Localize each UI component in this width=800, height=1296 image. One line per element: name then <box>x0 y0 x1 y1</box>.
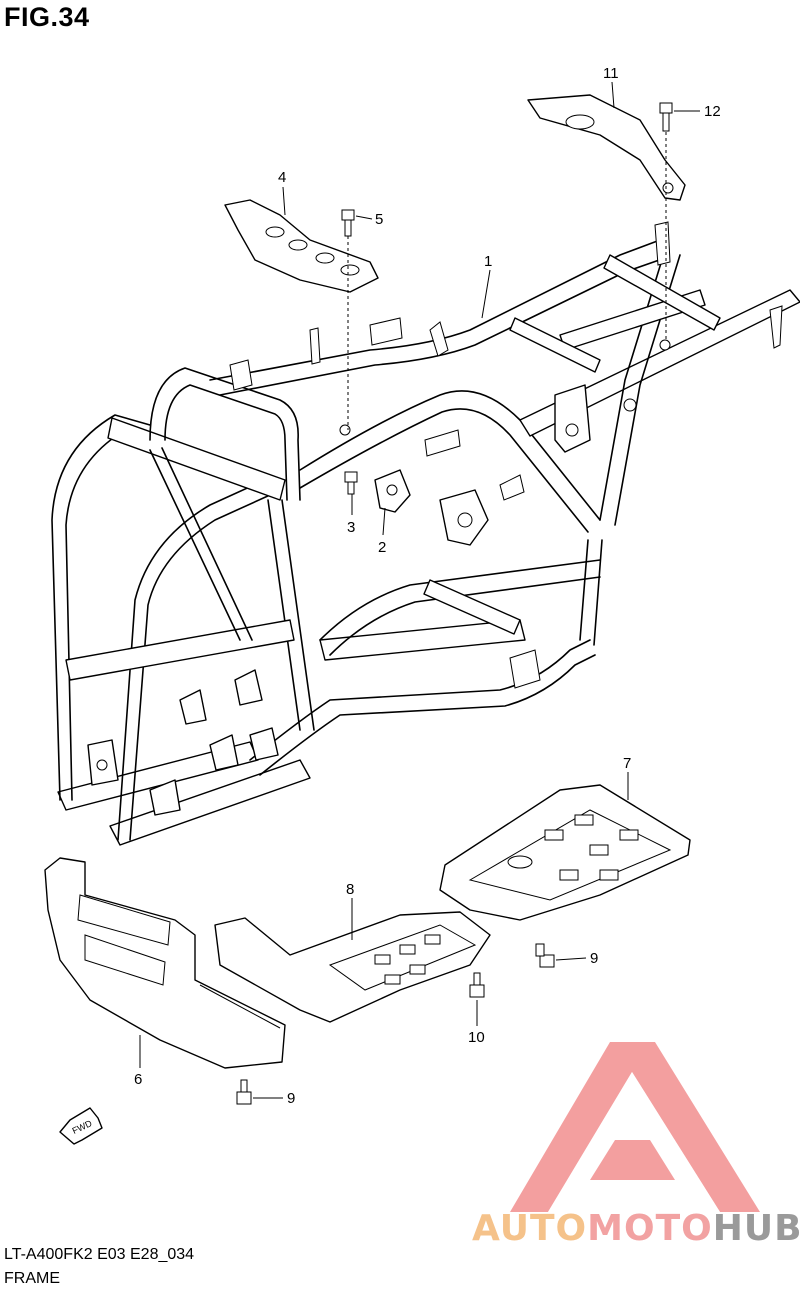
bolt-10-icon <box>469 972 485 998</box>
part-label-3: 3 <box>347 519 355 536</box>
watermark-logo-icon <box>510 1042 760 1212</box>
bolt-9-rear-icon <box>535 943 555 968</box>
front-guard <box>44 857 286 1069</box>
part-label-5: 5 <box>375 211 383 228</box>
model-code: LT-A400FK2 E03 E28_034 <box>4 1246 195 1263</box>
watermark-auto: AUTO <box>472 1208 588 1249</box>
watermark-hub: HUB <box>712 1208 800 1249</box>
skid-plate-front <box>214 911 491 1023</box>
part-label-8: 8 <box>346 881 354 898</box>
bolt-5-icon <box>341 209 355 237</box>
rear-bracket-lower <box>224 199 379 293</box>
part-label-10: 10 <box>468 1029 485 1046</box>
part-label-4: 4 <box>278 169 286 186</box>
bolt-9-front-icon <box>236 1079 252 1105</box>
part-label-2: 2 <box>378 539 386 556</box>
part-label-9-rear: 9 <box>590 950 598 967</box>
section-name: FRAME <box>4 1270 60 1287</box>
watermark-text: AUTOMOTOHUB <box>472 1208 800 1249</box>
watermark-moto: MOTO <box>587 1208 713 1249</box>
skid-plate-rear <box>439 784 691 921</box>
part-label-7: 7 <box>623 755 631 772</box>
bracket-plate-2-icon <box>374 469 411 513</box>
forward-direction-icon: FWD <box>59 1107 103 1145</box>
part-label-11: 11 <box>603 65 619 82</box>
part-label-9-front: 9 <box>287 1090 295 1107</box>
figure-title: FIG.34 <box>4 2 90 32</box>
frame-assembly <box>51 221 800 846</box>
rear-bracket-upper <box>527 94 686 201</box>
part-label-6: 6 <box>134 1071 142 1088</box>
part-label-1: 1 <box>484 253 492 270</box>
part-label-12: 12 <box>704 103 721 120</box>
leader-lines <box>139 81 700 1099</box>
bolt-12-icon <box>659 102 673 132</box>
bolt-3-icon <box>344 471 358 495</box>
